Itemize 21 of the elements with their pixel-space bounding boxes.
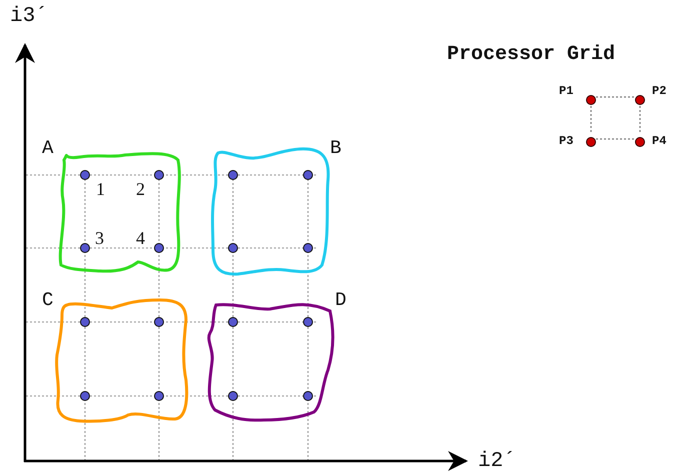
processor-dot	[635, 92, 645, 102]
connector	[596, 96, 636, 98]
processor-label: P2	[652, 85, 666, 97]
point-number: 3	[95, 229, 104, 247]
point-number: 2	[136, 180, 145, 198]
region-label: B	[330, 139, 342, 158]
title: Processor Grid	[447, 45, 616, 65]
processor-dot	[586, 92, 596, 102]
axis-label: i3´	[10, 6, 48, 27]
connector	[596, 138, 636, 140]
region-label: D	[335, 291, 346, 310]
point-number: 1	[96, 180, 105, 198]
region-label: C	[42, 291, 54, 310]
point-number: 4	[136, 229, 145, 247]
processor-dot	[586, 134, 596, 144]
processor-label: P1	[559, 85, 574, 97]
region-label: A	[42, 139, 54, 158]
processor-label: P4	[652, 135, 666, 147]
processor-dot	[635, 134, 645, 144]
axis-label: i2´	[478, 451, 516, 472]
processor-label: P3	[559, 135, 574, 147]
